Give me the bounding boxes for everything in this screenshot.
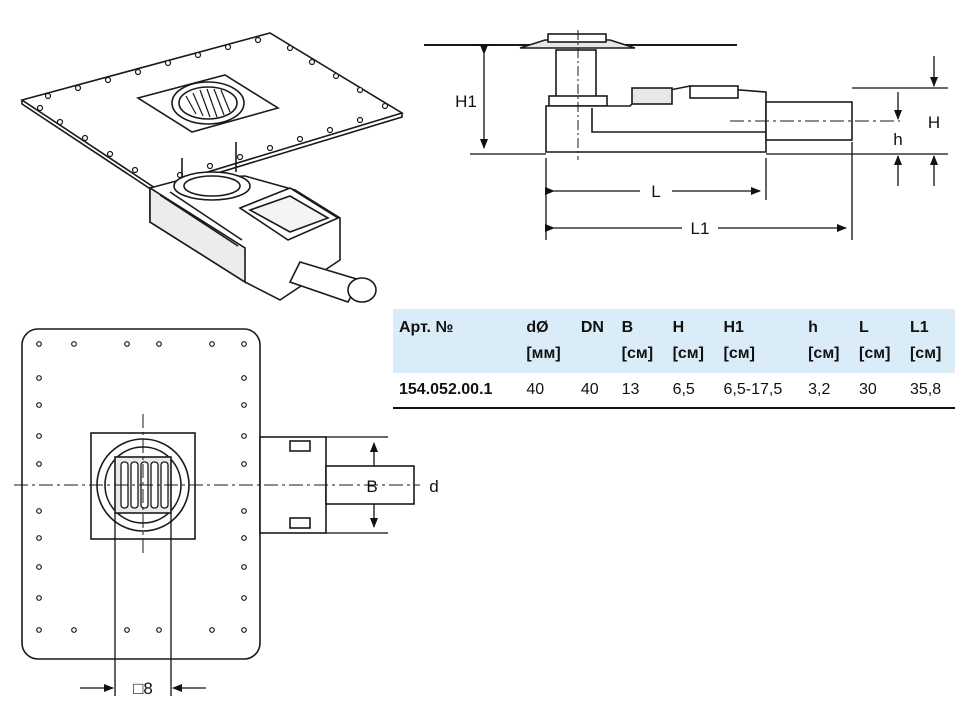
col-h-lower: h[см] (802, 309, 854, 373)
cell-h-lower: 3,2 (802, 373, 854, 409)
spec-table: Арт. № dØ[мм] DN B[см] H[см] H1[см] h[см… (393, 309, 955, 409)
top-view (21, 328, 415, 660)
cell-h-upper: 6,5 (666, 373, 718, 409)
cell-l: 30 (853, 373, 904, 409)
label-H1: H1 (455, 92, 477, 111)
label-d: d (429, 477, 438, 496)
iso-outlet-pipe (288, 261, 362, 303)
cell-d: 40 (520, 373, 575, 409)
side-view (424, 30, 900, 160)
cell-art: 154.052.00.1 (393, 373, 521, 409)
col-d: dØ[мм] (520, 309, 575, 373)
cell-dn: 40 (574, 373, 616, 409)
col-l1: L1[см] (903, 309, 955, 373)
isometric-view (20, 32, 404, 303)
spec-table-header: Арт. № dØ[мм] DN B[см] H[см] H1[см] h[см… (393, 309, 955, 373)
col-dn: DN (574, 309, 616, 373)
col-h-upper: H[см] (666, 309, 718, 373)
cell-l1: 35,8 (903, 373, 955, 409)
cell-b: 13 (615, 373, 667, 409)
label-B: B (366, 477, 377, 496)
label-square: □8 (133, 679, 153, 698)
col-l: L[см] (853, 309, 904, 373)
col-art: Арт. № (393, 309, 521, 373)
side-riser (555, 49, 597, 99)
iso-grate-slots (185, 88, 231, 118)
label-L: L (651, 182, 660, 201)
top-plate-holes (36, 341, 247, 633)
col-h1: H1[см] (717, 309, 803, 373)
top-dimensions (80, 436, 388, 696)
top-centerlines (14, 414, 420, 556)
label-L1: L1 (691, 219, 710, 238)
col-b: B[см] (615, 309, 667, 373)
cell-h1: 6,5-17,5 (717, 373, 803, 409)
iso-plate-holes (36, 36, 389, 179)
table-row: 154.052.00.1 40 40 13 6,5 6,5-17,5 3,2 3… (393, 373, 955, 409)
side-dimensions (470, 44, 948, 240)
label-H: H (928, 113, 940, 132)
label-h: h (893, 130, 902, 149)
